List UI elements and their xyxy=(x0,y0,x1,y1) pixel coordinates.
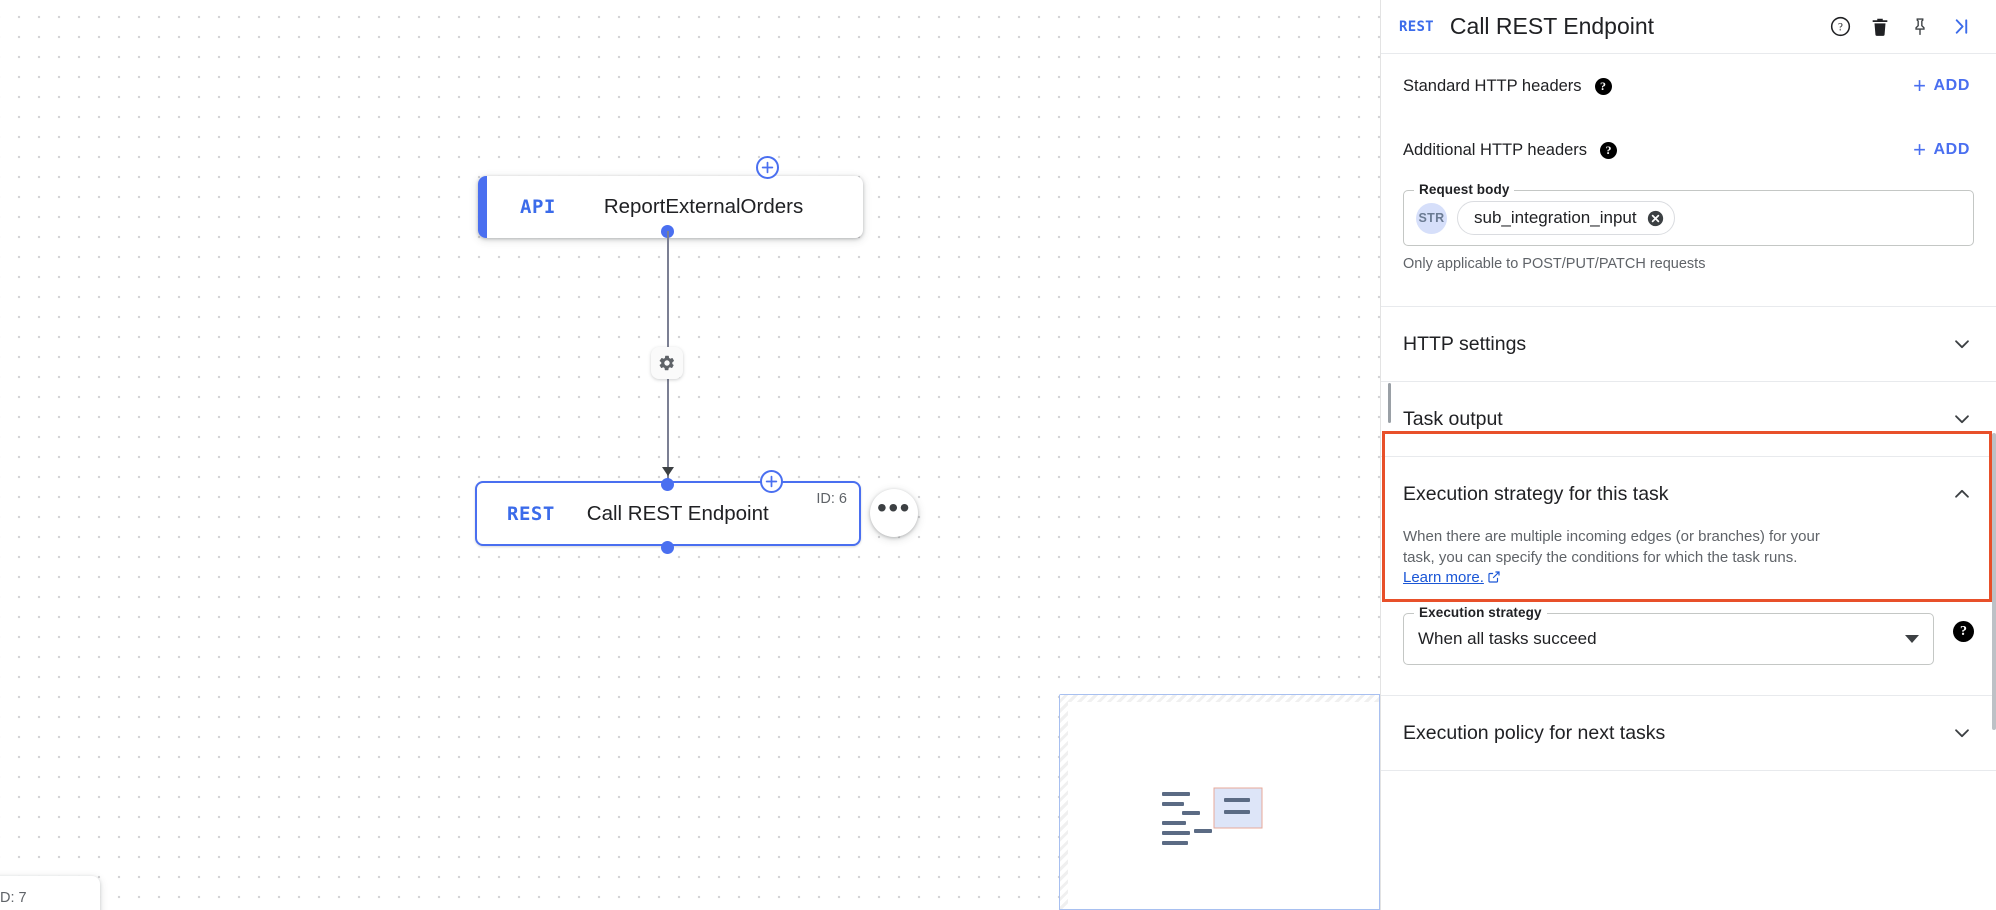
rest-node-output-port[interactable] xyxy=(661,541,674,554)
execution-policy-section: Execution policy for next tasks xyxy=(1381,696,1996,770)
request-body-helper-text: Only applicable to POST/PUT/PATCH reques… xyxy=(1403,256,1706,272)
panel-scrollbar-thumb[interactable] xyxy=(1992,433,1996,730)
divider xyxy=(1381,456,1996,457)
canvas-overlay-panel[interactable] xyxy=(1059,694,1380,910)
node-more-options-button[interactable]: ••• xyxy=(870,489,918,537)
add-node-after-rest-button[interactable] xyxy=(760,470,783,493)
execution-strategy-title: Execution strategy for this task xyxy=(1403,482,1669,505)
rest-node-title: Call REST Endpoint xyxy=(586,501,769,525)
standard-http-headers-section: Standard HTTP headers ? + ADD xyxy=(1381,54,1996,118)
task-config-panel: REST Call REST Endpoint ? xyxy=(1380,0,1996,910)
plus-icon xyxy=(765,475,778,488)
trash-icon[interactable] xyxy=(1860,7,1900,47)
request-body-variable-label: sub_integration_input xyxy=(1474,208,1637,227)
page-title: Call REST Endpoint xyxy=(1449,13,1655,39)
edge-arrowhead xyxy=(662,467,674,476)
add-standard-header-label: ADD xyxy=(1933,77,1970,94)
panel-rest-tag: REST xyxy=(1399,18,1434,35)
execution-strategy-field-legend: Execution strategy xyxy=(1414,605,1547,621)
rest-node-input-port[interactable] xyxy=(661,478,674,491)
collapse-panel-icon[interactable] xyxy=(1940,7,1980,47)
overlay-content xyxy=(1068,702,1379,909)
help-circle-glyph: ? xyxy=(1830,16,1850,37)
standard-http-headers-row: Standard HTTP headers ? + ADD xyxy=(1403,54,1974,118)
add-node-after-api-button[interactable] xyxy=(756,156,779,179)
chevron-down-icon[interactable] xyxy=(1950,332,1974,356)
add-standard-header-button[interactable]: + ADD xyxy=(1909,69,1974,103)
help-circle-icon[interactable]: ? xyxy=(1820,7,1860,47)
task-output-title: Task output xyxy=(1403,407,1503,430)
http-settings-section: HTTP settings xyxy=(1381,307,1996,381)
request-body-field[interactable]: Request body STR sub_integration_input xyxy=(1403,182,1974,246)
panel-body[interactable]: Standard HTTP headers ? + ADD Additional… xyxy=(1381,54,1996,910)
learn-more-link[interactable]: Learn more. xyxy=(1403,569,1484,587)
additional-http-headers-section: Additional HTTP headers ? + ADD xyxy=(1381,118,1996,182)
execution-strategy-section: Execution strategy for this task When th… xyxy=(1381,457,1996,695)
accordion-execution-policy[interactable]: Execution policy for next tasks xyxy=(1403,696,1974,770)
collapse-panel-glyph xyxy=(1955,19,1967,34)
remove-variable-icon[interactable] xyxy=(1647,210,1664,227)
standard-http-headers-label: Standard HTTP headers xyxy=(1403,76,1582,95)
pin-icon[interactable] xyxy=(1900,7,1940,47)
accordion-task-output[interactable]: Task output xyxy=(1403,382,1974,456)
chevron-down-icon[interactable] xyxy=(1950,721,1974,745)
execution-strategy-value: When all tasks succeed xyxy=(1418,629,1597,649)
gear-icon xyxy=(659,355,675,371)
standard-http-headers-help-icon[interactable]: ? xyxy=(1594,77,1612,95)
edge-gear-icon[interactable] xyxy=(651,347,683,379)
trash-glyph xyxy=(1872,18,1888,36)
svg-text:?: ? xyxy=(1838,22,1843,34)
rest-node-icon: REST xyxy=(507,502,555,525)
chevron-down-icon[interactable] xyxy=(1905,635,1919,644)
execution-strategy-help-icon[interactable]: ? xyxy=(1953,621,1974,642)
plus-icon xyxy=(761,161,774,174)
additional-http-headers-label: Additional HTTP headers xyxy=(1403,140,1588,159)
section-scroll-indicator[interactable] xyxy=(1388,383,1391,423)
task-output-section: Task output xyxy=(1381,382,1996,456)
divider xyxy=(1381,695,1996,697)
external-link-icon[interactable] xyxy=(1487,570,1501,584)
execution-policy-title: Execution policy for next tasks xyxy=(1403,721,1666,744)
accordion-execution-strategy[interactable]: Execution strategy for this task xyxy=(1403,457,1974,531)
chevron-down-glyph xyxy=(1955,729,1969,738)
chevron-down-glyph xyxy=(1955,340,1969,349)
plus-icon: + xyxy=(1913,73,1927,98)
execution-strategy-description: When there are multiple incoming edges (… xyxy=(1403,527,1833,589)
chevron-down-glyph xyxy=(1955,415,1969,424)
execution-strategy-description-line2: you can specify the conditions for which… xyxy=(1438,548,1798,566)
api-node-icon: API xyxy=(520,196,556,218)
divider xyxy=(1381,381,1996,382)
request-body-type-badge: STR xyxy=(1416,202,1447,234)
plus-icon: + xyxy=(1913,137,1927,162)
pin-glyph xyxy=(1915,17,1925,35)
api-node-title: ReportExternalOrders xyxy=(603,195,804,218)
accordion-http-settings[interactable]: HTTP settings xyxy=(1403,307,1974,381)
additional-http-headers-help-icon[interactable]: ? xyxy=(1600,141,1618,159)
request-body-variable-chip[interactable]: sub_integration_input xyxy=(1457,201,1675,235)
divider xyxy=(1381,770,1996,772)
offscreen-node-id-badge: D: 7 xyxy=(0,890,27,906)
node-accent-bar xyxy=(478,176,487,238)
panel-header: REST Call REST Endpoint ? xyxy=(1381,0,1996,54)
workflow-canvas[interactable]: API ReportExternalOrders REST Call REST … xyxy=(0,0,1380,910)
execution-strategy-select[interactable]: Execution strategy When all tasks succee… xyxy=(1403,605,1934,666)
additional-http-headers-row: Additional HTTP headers ? + ADD xyxy=(1403,118,1974,182)
overlay-placeholder-icon xyxy=(1162,787,1263,845)
add-additional-header-button[interactable]: + ADD xyxy=(1909,133,1974,167)
request-body-legend: Request body xyxy=(1414,182,1515,197)
divider xyxy=(1381,306,1996,307)
execution-strategy-description-line1: When there are multiple incoming edges (… xyxy=(1403,528,1820,566)
request-body-section: Request body STR sub_integration_input O… xyxy=(1381,182,1996,272)
http-settings-title: HTTP settings xyxy=(1403,332,1527,355)
chevron-up-glyph xyxy=(1955,489,1969,498)
rest-node-id-badge: ID: 6 xyxy=(816,491,847,507)
add-additional-header-label: ADD xyxy=(1933,141,1970,158)
offscreen-node-card[interactable] xyxy=(0,876,100,910)
chevron-down-icon[interactable] xyxy=(1950,407,1974,431)
chevron-up-icon[interactable] xyxy=(1950,482,1974,506)
